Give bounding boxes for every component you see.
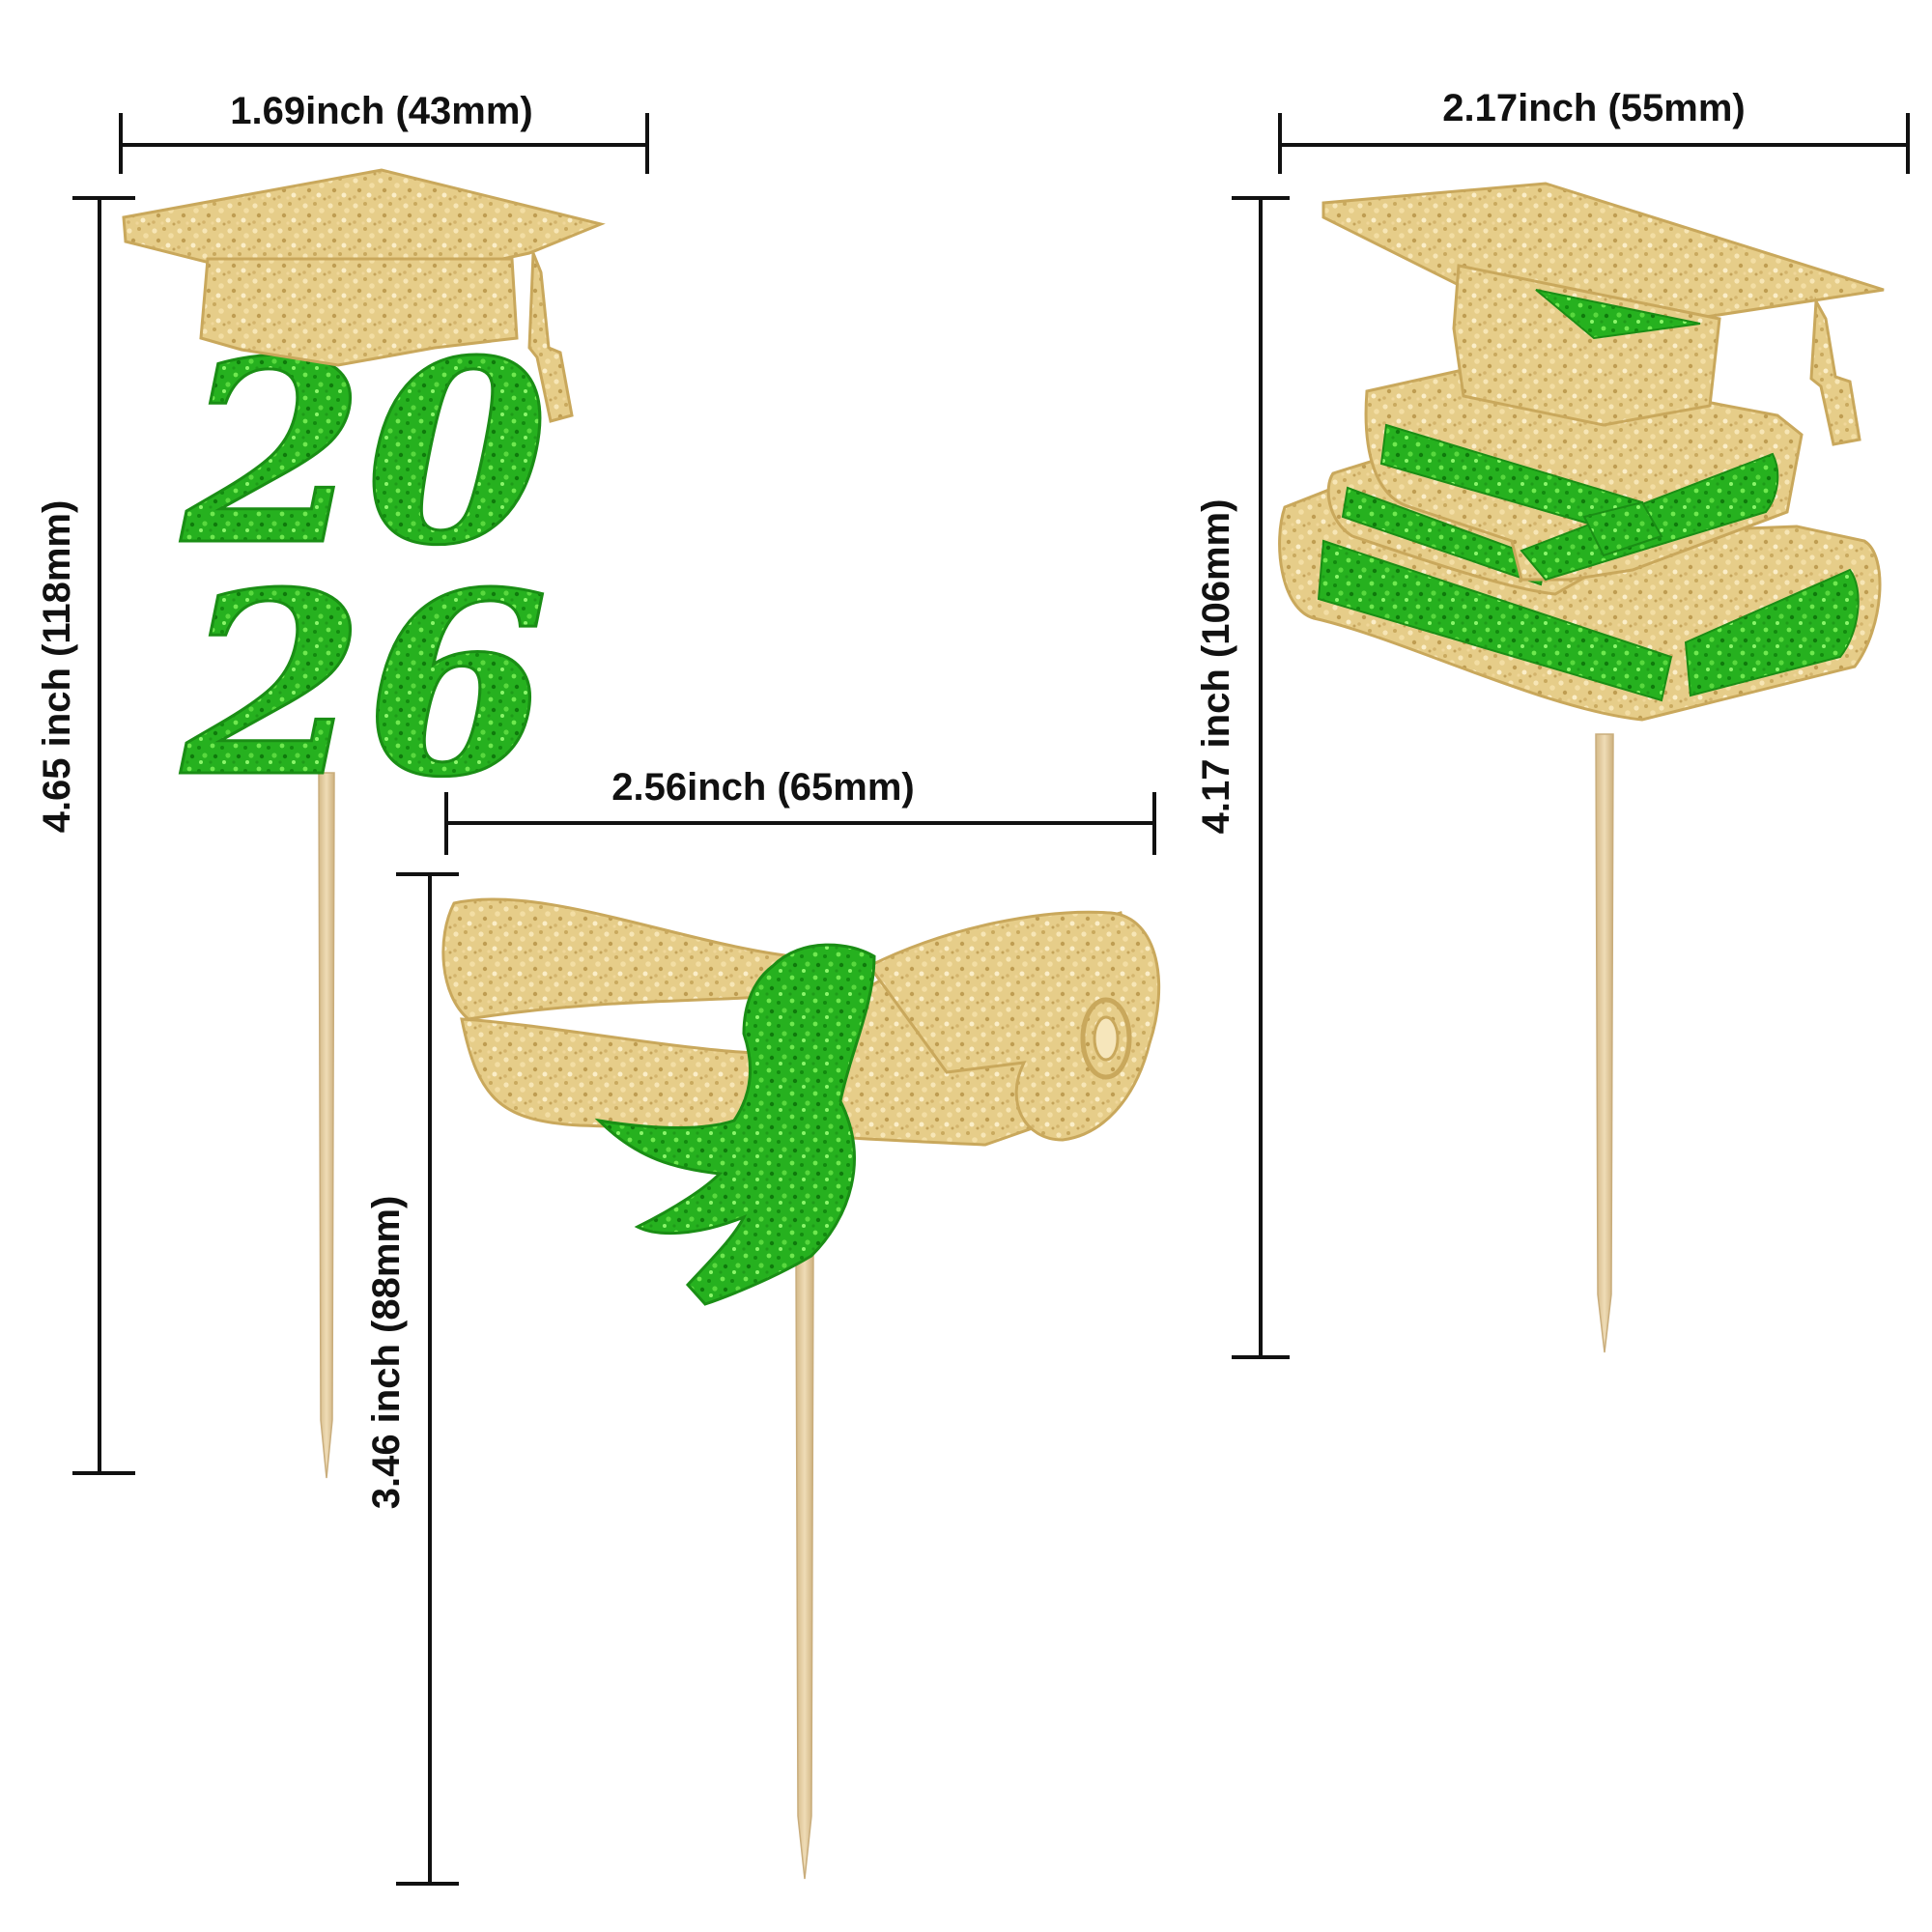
width-dimension-1: 1.69inch (43mm): [119, 90, 649, 174]
topper-2026-stick: [318, 772, 335, 1479]
height-label-1: 4.65 inch (118mm): [36, 500, 78, 834]
book-stack-icon: [1278, 360, 1882, 722]
width-label-2: 2.56inch (65mm): [611, 766, 914, 809]
width-label-3: 2.17inch (55mm): [1442, 87, 1745, 129]
width-label-1: 1.69inch (43mm): [230, 90, 532, 132]
year-digits-bottom: 26: [178, 538, 549, 833]
topper-diploma-stick: [795, 1255, 814, 1880]
diploma-ribbon: [594, 943, 876, 1306]
graduation-cap-icon-2: [1321, 182, 1885, 446]
height-label-3: 4.17 inch (106mm): [1195, 499, 1237, 835]
height-dimension-2: 3.46 inch (88mm): [365, 872, 459, 1886]
topper-books-cap: 2.17inch (55mm) 4.17 inch (106mm): [1195, 87, 1910, 1359]
height-dimension-3: 4.17 inch (106mm): [1195, 196, 1290, 1359]
graduation-cap-icon: [122, 168, 606, 423]
width-dimension-2: 2.56inch (65mm): [444, 766, 1156, 855]
year-2026-numerals: 20 26: [176, 305, 550, 835]
height-dimension-1: 4.65 inch (118mm): [36, 196, 135, 1475]
height-label-2: 3.46 inch (88mm): [365, 1196, 408, 1510]
topper-diploma: 2.56inch (65mm) 3.46 inch (88mm): [365, 766, 1161, 1886]
topper-2026-cap: 20 26 1.69inch (43mm) 4.65 inch (118mm): [36, 90, 649, 1479]
topper-books-stick: [1595, 733, 1614, 1353]
width-dimension-3: 2.17inch (55mm): [1278, 87, 1910, 174]
